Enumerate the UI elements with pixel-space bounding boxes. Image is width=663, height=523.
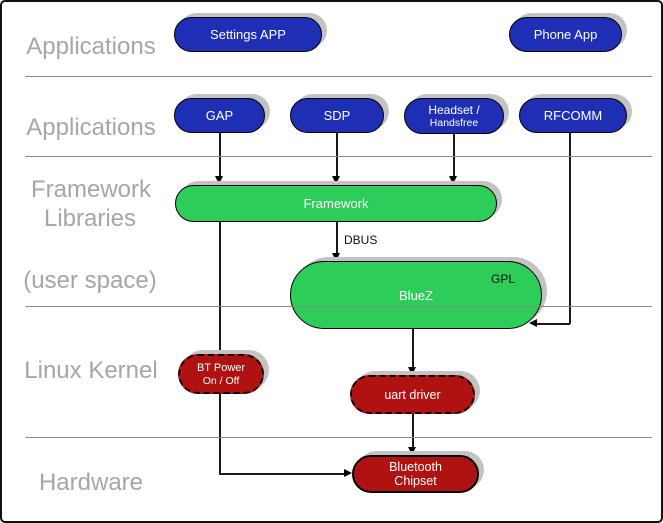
edge-gap-framework: [219, 131, 221, 178]
node-phone-app: Phone App: [509, 17, 622, 52]
divider-applications-framework: [25, 76, 652, 77]
node-settings-app-label: Settings APP: [210, 27, 286, 42]
edge-sdp-framework: [336, 131, 338, 178]
layer-label-linux-kernel: Linux Kernel: [24, 357, 158, 384]
node-sdp: SDP: [290, 98, 384, 133]
node-bluetooth-chipset: Bluetooth Chipset: [352, 455, 479, 493]
edge-sdp-framework-arrowhead: [332, 176, 340, 184]
node-rfcomm-label: RFCOMM: [543, 108, 603, 123]
edge-framework-bluez-arrowhead: [332, 253, 340, 261]
edge-btpower-chipset-arrowhead: [344, 469, 352, 477]
node-settings-app: Settings APP: [174, 17, 322, 52]
edge-bluez-uart: [412, 329, 414, 370]
node-uart-driver-label: uart driver: [384, 387, 441, 402]
edge-framework-btpower-chipset-vertical: [219, 221, 221, 474]
node-framework-label: Framework: [303, 196, 369, 211]
edge-framework-bluez: [336, 221, 338, 256]
edge-rfcomm-bluez-vertical: [569, 131, 571, 324]
edge-uart-chipset-arrowhead: [408, 447, 416, 455]
layer-label-applications-framework: Applications Framework: [16, 81, 166, 205]
divider-libraries-kernel: [25, 306, 652, 307]
layer-label-applications-framework-line1: Applications: [26, 114, 156, 141]
node-sdp-label: SDP: [323, 108, 351, 123]
node-bt-power-label-line2: On / Off: [202, 374, 240, 387]
edge-rfcomm-bluez-arrowhead: [529, 319, 537, 327]
edge-headset-framework: [453, 132, 455, 178]
edge-uart-chipset: [412, 413, 414, 450]
divider-framework-libraries: [25, 156, 652, 157]
node-bt-power: BT Power On / Off: [178, 354, 264, 394]
node-bluez-label: BlueZ: [399, 287, 433, 303]
node-headset-handsfree: Headset / Handsfree: [404, 98, 504, 134]
edge-label-dbus: DBUS: [344, 233, 378, 247]
layer-label-libraries: Libraries (user space): [10, 172, 170, 296]
node-framework: Framework: [175, 185, 497, 222]
node-bluetooth-chipset-label-line1: Bluetooth: [389, 460, 442, 474]
node-bluez: GPL BlueZ: [290, 261, 542, 329]
node-headset-label-line1: Headset /: [428, 102, 480, 117]
node-uart-driver: uart driver: [350, 375, 475, 414]
node-bluez-gpl-tag: GPL: [490, 272, 515, 286]
divider-kernel-hardware: [25, 437, 652, 438]
layer-label-libraries-line2: (user space): [23, 267, 157, 294]
node-headset-label-line2: Handsfree: [429, 116, 479, 129]
node-rfcomm: RFCOMM: [519, 98, 627, 133]
node-gap: GAP: [174, 98, 265, 133]
edge-headset-framework-arrowhead: [449, 176, 457, 184]
layer-label-libraries-line1: Libraries: [43, 205, 137, 232]
layer-label-applications: Applications: [26, 33, 156, 60]
node-gap-label: GAP: [205, 108, 234, 123]
edge-gap-framework-arrowhead: [215, 176, 223, 184]
edge-bluez-uart-arrowhead: [408, 367, 416, 375]
layer-label-applications-framework-line2: Framework: [30, 176, 151, 203]
layer-label-hardware: Hardware: [38, 469, 144, 496]
node-bluetooth-chipset-label-line2: Chipset: [394, 474, 437, 488]
edge-rfcomm-bluez-horizontal: [536, 323, 570, 325]
node-phone-app-label: Phone App: [533, 27, 598, 42]
edge-btpower-chipset-horizontal: [219, 473, 345, 475]
node-bt-power-label-line1: BT Power: [196, 361, 246, 374]
